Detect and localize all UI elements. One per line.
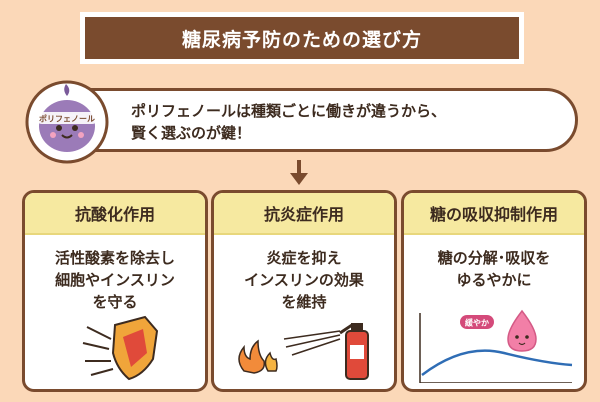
card-line: 糖の分解･吸収を [437, 249, 551, 267]
shield-icon [82, 315, 159, 381]
intro-line-1: ポリフェノールは種類ごとに働きが違うから、 [131, 102, 447, 120]
card-anti-inflammatory: 抗炎症作用 炎症を抑え インスリンの効果 を維持 [211, 190, 397, 392]
intro-text: ポリフェノールは種類ごとに働きが違うから、 賢く選ぶのが鍵！ [131, 100, 559, 144]
card-heading: 抗炎症作用 [214, 193, 394, 235]
card-heading: 糖の吸収抑制作用 [404, 193, 584, 235]
blood-sugar-graph-icon: 緩やか [419, 309, 573, 383]
card-antioxidant: 抗酸化作用 活性酸素を除去し 細胞やインスリン を守る [22, 190, 208, 392]
card-line: ゆるやかに [456, 271, 532, 289]
card-line: 炎症を抑え [266, 249, 342, 267]
intro-speech-bubble: ポリフェノールは種類ごとに働きが違うから、 賢く選ぶのが鍵！ [38, 88, 578, 152]
intro-line-2: 賢く選ぶのが鍵！ [131, 124, 252, 142]
graph-tag: 緩やか [465, 318, 489, 328]
mascot-label: ポリフェノール [39, 114, 95, 124]
card-line: を守る [92, 293, 138, 311]
card-heading: 抗酸化作用 [25, 193, 205, 235]
down-arrow-icon [290, 160, 308, 185]
card-description: 炎症を抑え インスリンの効果 を維持 [214, 247, 394, 313]
card-description: 活性酸素を除去し 細胞やインスリン を守る [25, 247, 205, 313]
polyphenol-mascot-icon: ポリフェノール [25, 80, 109, 164]
page-title: 糖尿病予防のための選び方 [85, 17, 519, 59]
fire-extinguisher-icon [238, 323, 369, 380]
card-sugar-absorption: 糖の吸収抑制作用 糖の分解･吸収を ゆるやかに 緩やか [401, 190, 587, 392]
card-description: 糖の分解･吸収を ゆるやかに [404, 247, 584, 291]
card-line: インスリンの効果 [244, 271, 364, 289]
card-line: 活性酸素を除去し [54, 249, 175, 267]
card-line: 細胞やインスリン [55, 271, 175, 289]
card-line: を維持 [281, 293, 327, 311]
title-banner: 糖尿病予防のための選び方 [80, 12, 524, 64]
